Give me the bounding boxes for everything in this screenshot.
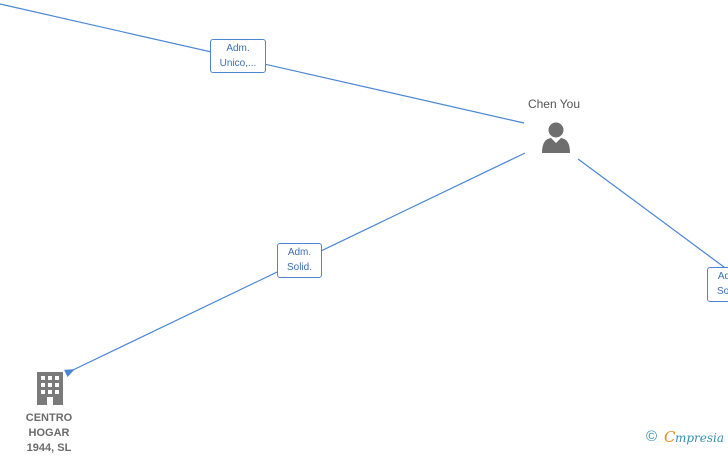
empresia-logo: © C mpresia (646, 428, 728, 448)
copyright-symbol: © (646, 428, 658, 445)
role-label-adm-unico[interactable]: Adm. Unico,... (210, 39, 266, 73)
role-label-adm-solid-partial[interactable]: Adm. Solid. (707, 267, 728, 302)
brand-initial: C (664, 428, 676, 446)
role-label-adm-solid[interactable]: Adm. Solid. (277, 243, 322, 278)
building-icon[interactable] (37, 372, 63, 405)
edge-person-to-offscreen-right (577, 158, 728, 271)
brand-name: mpresia (675, 431, 725, 445)
person-name[interactable]: Chen You (527, 97, 581, 111)
person-icon[interactable] (542, 122, 570, 154)
company-name[interactable]: CENTRO HOGAR 1944, SL (25, 412, 73, 454)
